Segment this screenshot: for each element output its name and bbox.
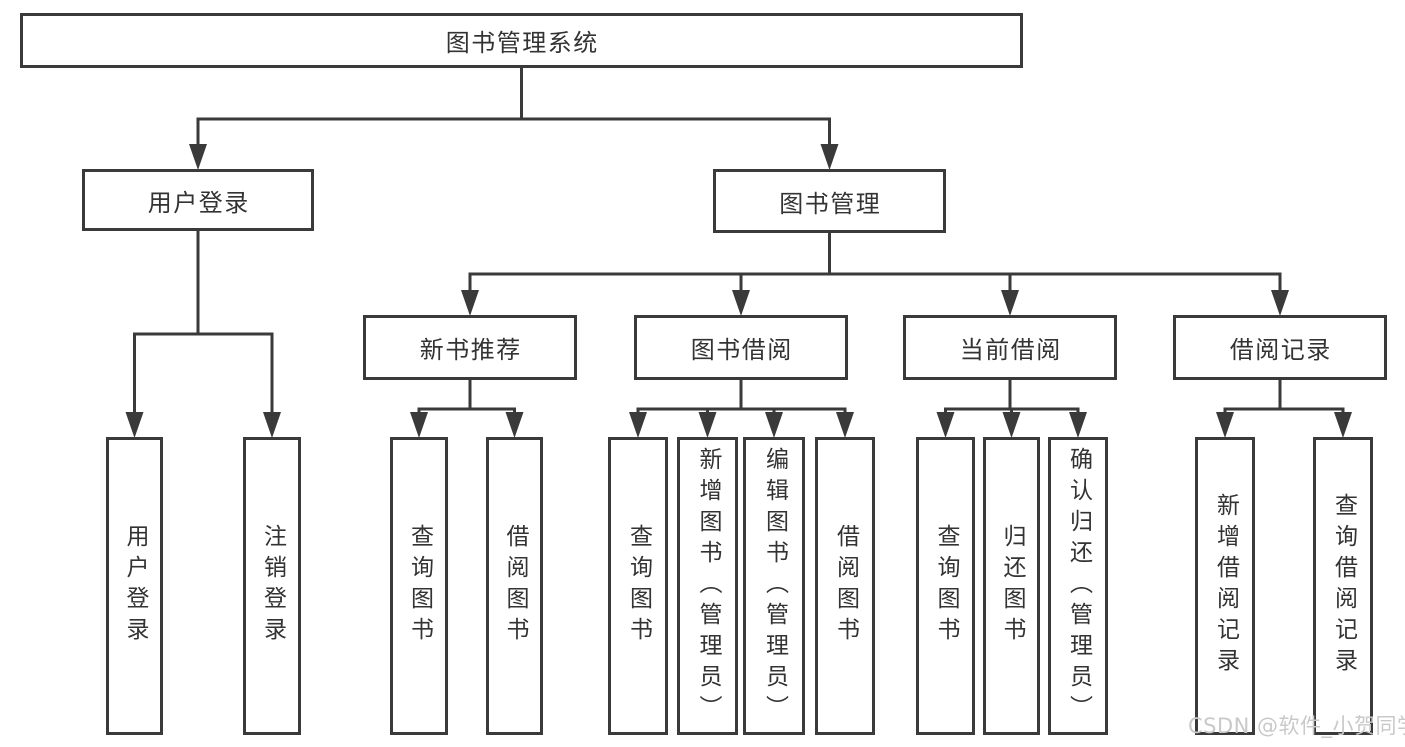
node-user-login: 用户登录 <box>82 169 314 231</box>
node-label: 注销登录 <box>259 524 286 648</box>
node-label: 当前借阅 <box>959 336 1062 364</box>
node-book-management: 图书管理 <box>713 169 946 233</box>
node-label: 新书推荐 <box>419 336 522 364</box>
node-query-books-current: 查询图书 <box>916 437 975 735</box>
node-label: 图书借阅 <box>690 336 793 364</box>
node-book-borrowing: 图书借阅 <box>634 315 848 380</box>
node-label: 图书管理 <box>779 189 882 218</box>
node-logout-action: 注销登录 <box>243 437 301 735</box>
node-add-books-admin: 新增图书（管理员） <box>677 437 738 735</box>
node-current-borrowing: 当前借阅 <box>903 315 1117 380</box>
node-query-borrow-record: 查询借阅记录 <box>1313 437 1373 735</box>
node-label: 归还图书 <box>999 524 1025 648</box>
node-label: 查询图书 <box>406 524 433 648</box>
node-query-books-recommend: 查询图书 <box>390 437 448 735</box>
csdn-watermark: CSDN @软件_小贺同学 <box>1188 714 1405 738</box>
node-label: 用户登录 <box>122 524 148 648</box>
node-edit-books-admin: 编辑图书（管理员） <box>743 437 805 735</box>
node-label: 查询借阅记录 <box>1330 493 1357 679</box>
node-system-root: 图书管理系统 <box>20 13 1023 68</box>
node-label: 借阅图书 <box>502 524 528 648</box>
node-borrowing-records: 借阅记录 <box>1173 315 1387 380</box>
node-label: 借阅图书 <box>832 524 859 648</box>
node-add-borrow-record: 新增借阅记录 <box>1195 437 1255 735</box>
node-return-books: 归还图书 <box>983 437 1040 735</box>
node-label: 新增借阅记录 <box>1212 493 1239 679</box>
node-label: 用户登录 <box>147 188 250 217</box>
node-label: 图书管理系统 <box>445 29 599 57</box>
node-confirm-return-admin: 确认归还（管理员） <box>1048 437 1108 735</box>
node-label: 编辑图书（管理员） <box>761 446 788 726</box>
node-label: 确认归还（管理员） <box>1065 446 1092 726</box>
node-borrow-books-borrowing: 借阅图书 <box>815 437 875 735</box>
node-borrow-books-recommend: 借阅图书 <box>486 437 543 735</box>
node-query-books-borrowing: 查询图书 <box>608 437 668 735</box>
node-new-book-recommendation: 新书推荐 <box>363 315 577 380</box>
node-label: 新增图书（管理员） <box>695 446 721 726</box>
node-label: 借阅记录 <box>1229 336 1332 364</box>
node-label: 查询图书 <box>625 524 652 648</box>
node-label: 查询图书 <box>933 524 959 648</box>
node-user-login-action: 用户登录 <box>106 437 163 735</box>
